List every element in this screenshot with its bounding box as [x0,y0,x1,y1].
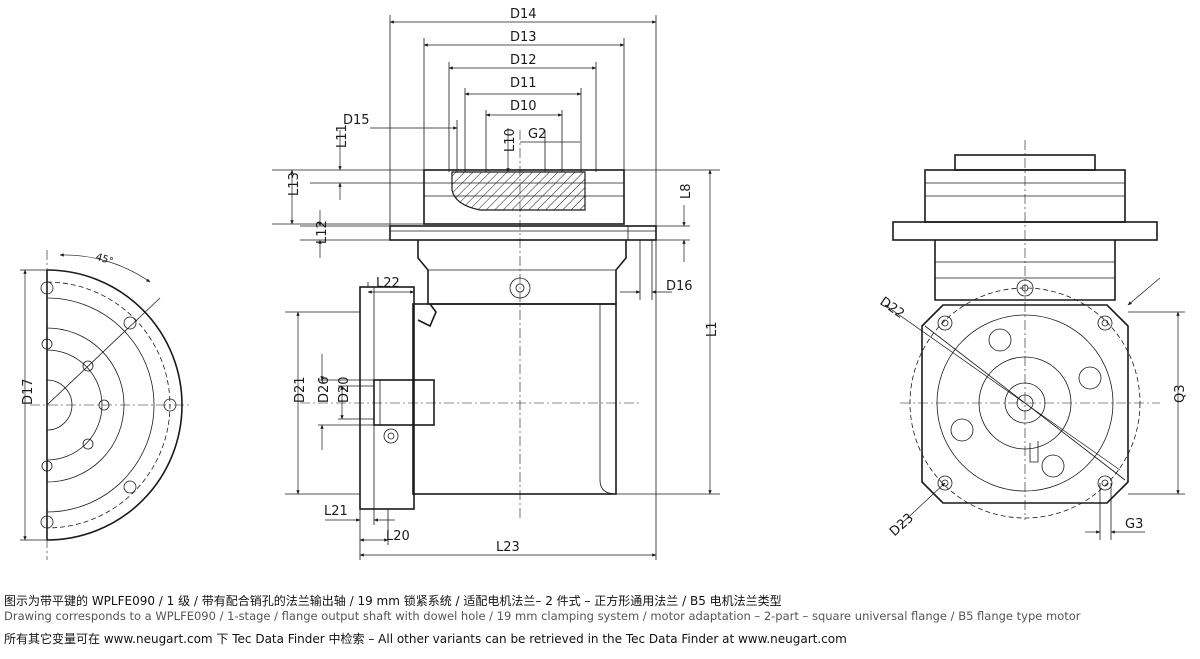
caption-english: Drawing corresponds to a WPLFE090 / 1-st… [4,609,1081,623]
l10-label: L10 [503,128,518,152]
q3-label: Q3 [1173,384,1188,403]
d20-label: D20 [337,376,352,403]
d15-label: D15 [343,113,370,128]
side-view: D14 D13 D12 D11 D10 D15 G2 L13 L11 [272,7,720,560]
d16-label: D16 [666,279,693,294]
d23-label: D23 [887,511,917,540]
d12-label: D12 [510,53,537,68]
l11-label: L11 [335,124,350,148]
angle-45-label: 45° [94,252,114,268]
d14-label: D14 [510,7,537,22]
d22-label: D22 [877,294,907,322]
caption-variants-note: 所有其它变量可在 www.neugart.com 下 Tec Data Find… [4,632,847,646]
d26-label: D26 [317,376,332,403]
g2-label: G2 [528,127,546,142]
l20-label: L20 [386,529,410,544]
d21-label: D21 [293,376,308,403]
caption-chinese: 图示为带平键的 WPLFE090 / 1 级 / 带有配合销孔的法兰输出轴 / … [4,594,782,608]
g3-label: G3 [1125,517,1143,532]
technical-drawing: 45° D17 [20,7,1188,560]
l13-label: L13 [287,172,302,196]
l21-label: L21 [324,504,348,519]
l1-label: L1 [705,321,720,337]
motor-side-view: D22 D23 Q3 G3 [877,140,1188,540]
left-flange-view: 45° D17 [20,250,190,560]
d10-label: D10 [510,99,537,114]
d11-label: D11 [510,76,537,91]
l23-label: L23 [496,540,520,555]
l8-label: L8 [679,183,694,199]
d13-label: D13 [510,30,537,45]
l12-label: L12 [315,220,330,244]
d17-label: D17 [21,378,36,405]
l22-label: L22 [376,276,400,291]
